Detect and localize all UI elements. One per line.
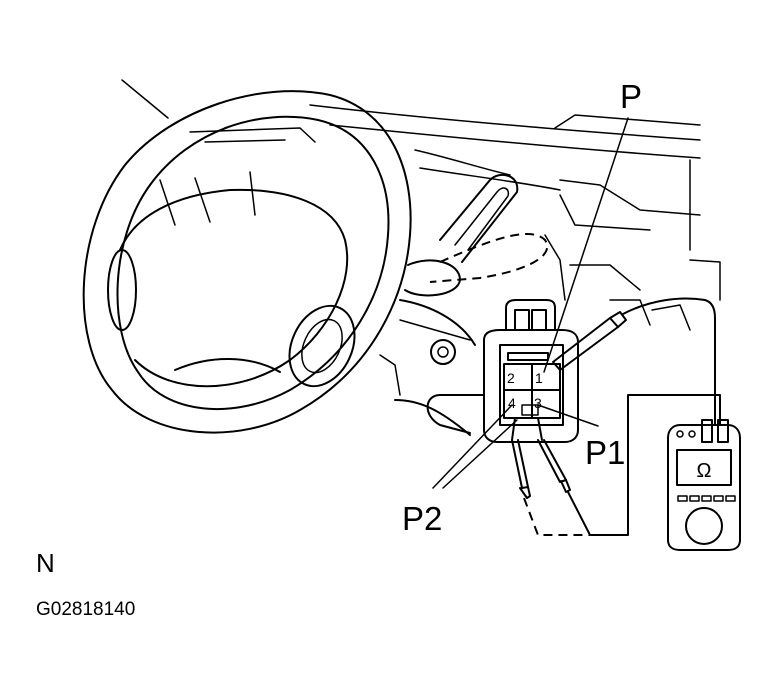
probe-p [552,297,721,516]
ohm-symbol: Ω [697,460,712,482]
label-p1: P1 [585,434,625,471]
spoke-right [288,304,356,388]
pin-3: 3 [534,395,542,411]
steering-wheel [82,90,412,434]
label-p2: P2 [402,500,442,537]
pin-4: 4 [508,395,516,411]
pin-1: 1 [535,370,543,386]
orientation-label: N [36,548,55,578]
meter-display [676,449,732,486]
label-p: P [620,78,642,115]
meter-jack-a [701,419,713,443]
steering-column [394,173,548,436]
ohmmeter: Ω [667,419,741,551]
pin-2: 2 [507,370,515,386]
leader-lines [432,117,629,489]
meter-dial [685,507,723,545]
spoke-left [107,249,137,331]
figure-code: G02818140 [36,599,135,620]
connector: 2 1 4 3 [426,299,579,443]
probe-pair [511,417,629,536]
connector-latch [521,404,539,416]
dashboard-outline [121,79,721,396]
meter-jack-b [717,419,729,443]
